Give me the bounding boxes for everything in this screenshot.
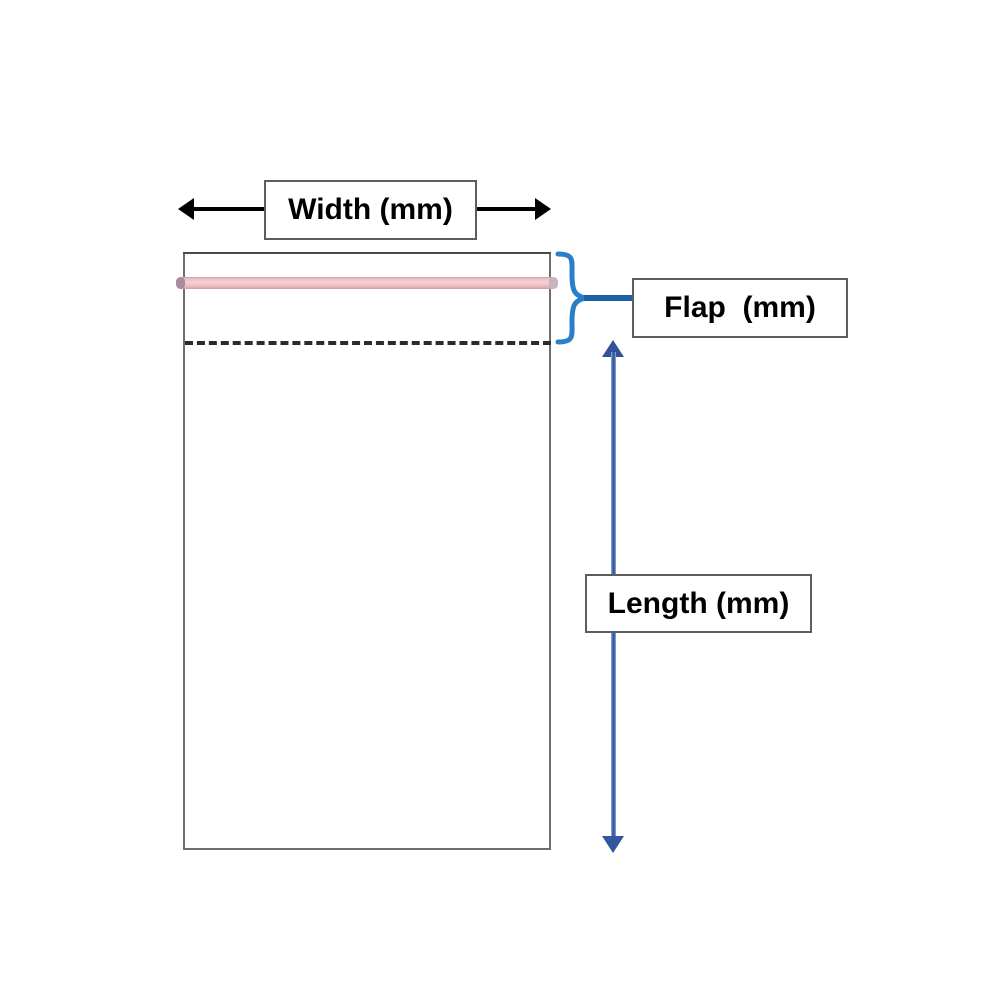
width-arrow-line-left: [188, 207, 268, 211]
bag-top-edge: [183, 252, 551, 254]
length-label-text: Length (mm): [607, 586, 790, 620]
width-arrowhead-right-icon: [535, 198, 551, 220]
width-label-text: Width (mm): [288, 193, 453, 226]
width-arrowhead-left-icon: [178, 198, 194, 220]
adhesive-strip: [176, 277, 558, 289]
flap-label-box: Flap (mm): [632, 278, 848, 338]
flap-brace-icon: [555, 251, 634, 345]
length-label-box: Length (mm): [585, 574, 812, 633]
length-arrowhead-up-icon: [602, 340, 624, 357]
adhesive-strip-left-cap: [176, 277, 185, 289]
fold-line-dashed: [185, 341, 551, 345]
bag-body-rectangle: [183, 252, 551, 850]
flap-label-text: Flap (mm): [664, 291, 816, 324]
adhesive-strip-right-cap: [549, 277, 558, 289]
width-arrow-line-right: [474, 207, 544, 211]
width-label-box: Width (mm): [264, 180, 477, 240]
length-arrowhead-down-icon: [602, 836, 624, 853]
